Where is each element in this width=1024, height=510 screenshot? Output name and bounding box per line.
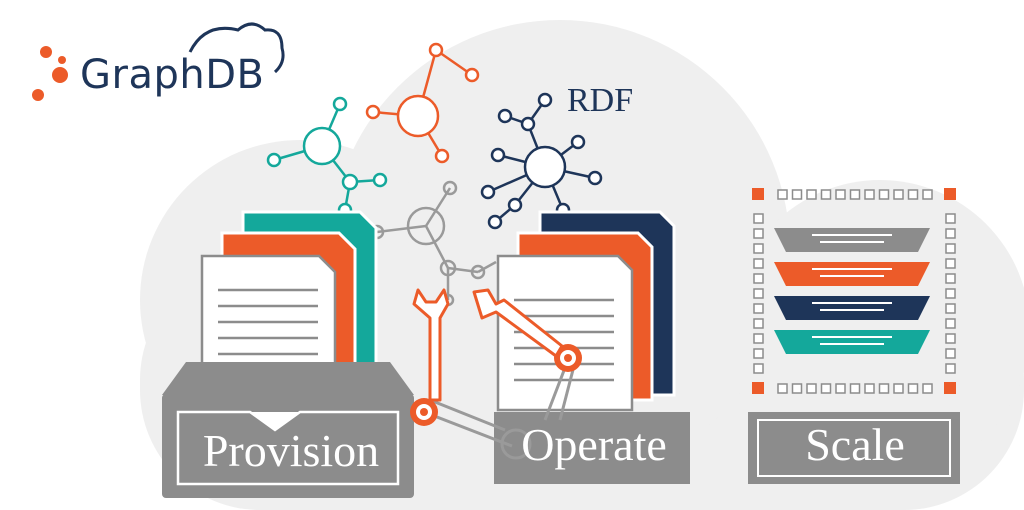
scale-dot [864, 189, 875, 200]
scale-dot [777, 189, 788, 200]
scale-dot [945, 318, 956, 329]
provision-label: Provision [202, 425, 380, 476]
scale-server-stack-icon [752, 188, 956, 394]
scale-dot [922, 383, 933, 394]
scale-dot [777, 383, 788, 394]
scale-dot [753, 303, 764, 314]
left-wrench-icon [412, 288, 450, 402]
scale-dot [878, 189, 890, 200]
scale-dot [806, 383, 817, 394]
provision-document-stack-icon [200, 210, 378, 407]
scale-dot [753, 273, 764, 284]
scale-dot [753, 333, 764, 344]
scale-dot [878, 383, 890, 394]
graphdb-logo-icon [32, 22, 285, 101]
scale-dot [753, 243, 764, 254]
scale-dot [945, 228, 956, 239]
scale-dot [945, 213, 956, 224]
scale-dot [753, 258, 764, 269]
scale-dot [893, 383, 904, 394]
scale-dot [945, 288, 956, 299]
scale-dot [791, 189, 803, 200]
scale-dot [835, 189, 846, 200]
operate-box [494, 412, 690, 484]
gray-graph-node-icon [369, 180, 497, 307]
scale-label: Scale [805, 419, 905, 470]
scale-dot [945, 363, 956, 374]
scale-dot [753, 213, 764, 224]
scale-dot [922, 189, 933, 200]
teal-graph-node-icon [266, 96, 388, 218]
scale-dot [753, 318, 764, 329]
right-wrench-icon [472, 288, 564, 358]
scale-dot [907, 383, 919, 394]
scale-dot [893, 189, 904, 200]
operate-document-stack-icon [496, 210, 676, 412]
scale-dot [820, 383, 832, 394]
scale-dot [791, 383, 803, 394]
operate-label: Operate [521, 419, 667, 470]
scale-dot [753, 363, 764, 374]
scale-dot [945, 273, 956, 284]
scale-dot [835, 383, 846, 394]
scale-dot [945, 243, 956, 254]
scale-dot [945, 303, 956, 314]
scale-dot [849, 189, 861, 200]
scale-dot [907, 189, 919, 200]
robot-arm-icon [410, 344, 582, 460]
scale-dot [945, 348, 956, 359]
scale-dot [753, 288, 764, 299]
scale-dot [820, 189, 832, 200]
logo-wordmark: GraphDB [80, 52, 265, 98]
scale-dot [806, 189, 817, 200]
scale-dot [753, 348, 764, 359]
orange-graph-node-icon [365, 42, 480, 164]
scale-dot [945, 333, 956, 344]
provision-tray-icon [162, 362, 414, 498]
scale-box [748, 412, 960, 484]
scale-dot [945, 258, 956, 269]
scale-dot [849, 383, 861, 394]
scale-dot [864, 383, 875, 394]
rdf-label: RDF [567, 82, 634, 119]
scale-dot [753, 228, 764, 239]
